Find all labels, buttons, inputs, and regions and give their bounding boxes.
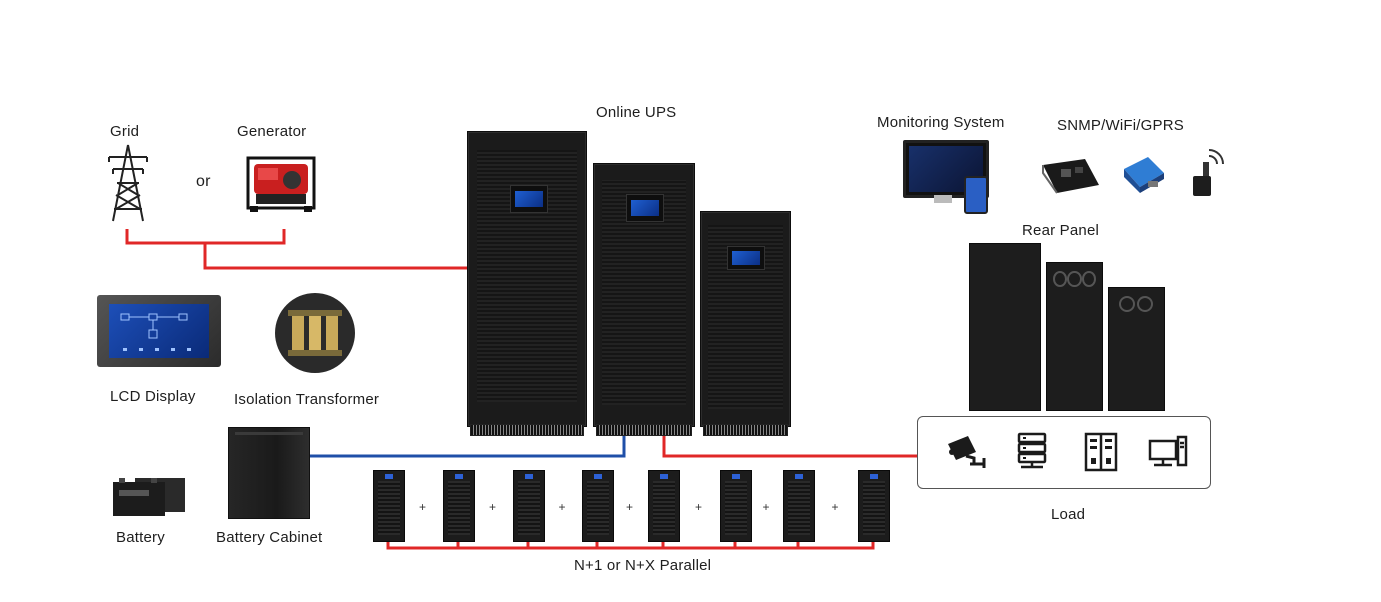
wifi-module-icon — [1124, 157, 1164, 193]
lcd-schematic-icon — [120, 313, 191, 351]
monitoring-system-label: Monitoring System — [877, 114, 1005, 131]
storage-cabinet-icon — [1084, 432, 1118, 472]
plus-separator: + — [419, 500, 427, 514]
server-rack-icon — [1017, 432, 1047, 469]
ups-cabinet-large — [467, 131, 587, 436]
plus-separator: + — [558, 500, 566, 514]
dc-battery-line — [308, 432, 626, 458]
camera-icon — [948, 436, 986, 468]
rear-panel-small — [1108, 287, 1165, 411]
generator-label: Generator — [237, 123, 307, 140]
lcd-display-device — [97, 295, 221, 367]
fan-icon — [1119, 296, 1135, 312]
lcd-display-label: LCD Display — [110, 388, 196, 405]
online-ups-label: Online UPS — [596, 104, 677, 121]
load-label: Load — [1051, 506, 1086, 523]
snmp-card-icon — [1042, 159, 1099, 194]
rear-panel-label: Rear Panel — [1022, 222, 1100, 239]
gprs-antenna-icon — [1193, 149, 1224, 196]
plus-separator: + — [626, 500, 634, 514]
ups-touchscreen — [626, 194, 664, 222]
battery-cabinet-label: Battery Cabinet — [216, 529, 323, 546]
plus-separator: + — [695, 500, 703, 514]
ac-input-line — [125, 229, 467, 270]
fan-icon — [1053, 271, 1068, 287]
ups-touchscreen — [510, 185, 548, 213]
snmp-label: SNMP/WiFi/GPRS — [1057, 117, 1184, 134]
plus-separator: + — [831, 500, 839, 514]
ups-cabinet-small — [700, 211, 791, 436]
fan-icon — [1081, 271, 1096, 287]
rear-panel-medium — [1046, 262, 1103, 411]
parallel-ups-module — [443, 470, 475, 542]
grid-label: Grid — [110, 123, 140, 140]
generator-icon — [246, 156, 316, 212]
parallel-ups-module — [513, 470, 545, 542]
or-label: or — [196, 173, 211, 190]
fan-icon — [1067, 271, 1082, 287]
battery-cabinet-device — [228, 427, 310, 519]
computer-network-icon — [1148, 435, 1188, 467]
battery-icon — [113, 478, 185, 516]
parallel-ups-module — [783, 470, 815, 542]
parallel-ups-module — [582, 470, 614, 542]
parallel-ups-module — [648, 470, 680, 542]
ups-cabinet-medium — [593, 163, 695, 436]
parallel-ups-module — [373, 470, 405, 542]
battery-label: Battery — [116, 529, 165, 546]
grid-tower-icon — [108, 144, 148, 222]
rear-panel-large — [969, 243, 1041, 411]
parallel-bus-line — [386, 542, 875, 550]
plus-separator: + — [489, 500, 497, 514]
fan-icon — [1137, 296, 1153, 312]
parallel-label: N+1 or N+X Parallel — [574, 557, 712, 574]
isolation-transformer-icon — [275, 293, 355, 373]
parallel-ups-module — [858, 470, 890, 542]
plus-separator: + — [762, 500, 770, 514]
ups-touchscreen — [727, 246, 765, 270]
ac-output-line — [662, 432, 917, 458]
isolation-transformer-label: Isolation Transformer — [234, 391, 380, 408]
lcd-screen — [109, 304, 209, 358]
phone-icon — [964, 176, 988, 214]
parallel-ups-module — [720, 470, 752, 542]
